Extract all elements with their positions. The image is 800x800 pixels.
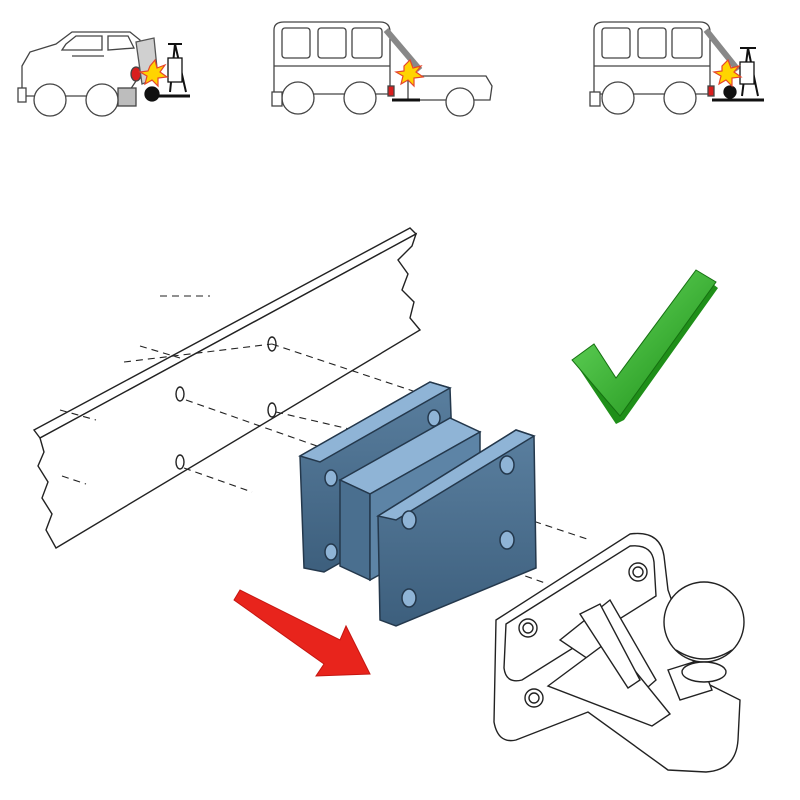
check-mark-icon	[571, 269, 718, 424]
collision-warning-icon	[394, 58, 425, 88]
tow-ball-coupling	[493, 532, 745, 773]
scenario-van-bike-rack	[589, 21, 764, 115]
vehicle-chassis-beam	[32, 227, 422, 549]
scenario-suv-bike-rack	[17, 31, 190, 117]
scenario-van-pickup-trailer	[271, 21, 493, 117]
collision-warning-icon	[712, 58, 743, 88]
spacer-extension-block	[298, 381, 537, 627]
collision-warning-icon	[138, 58, 169, 88]
direction-arrow	[233, 589, 371, 677]
